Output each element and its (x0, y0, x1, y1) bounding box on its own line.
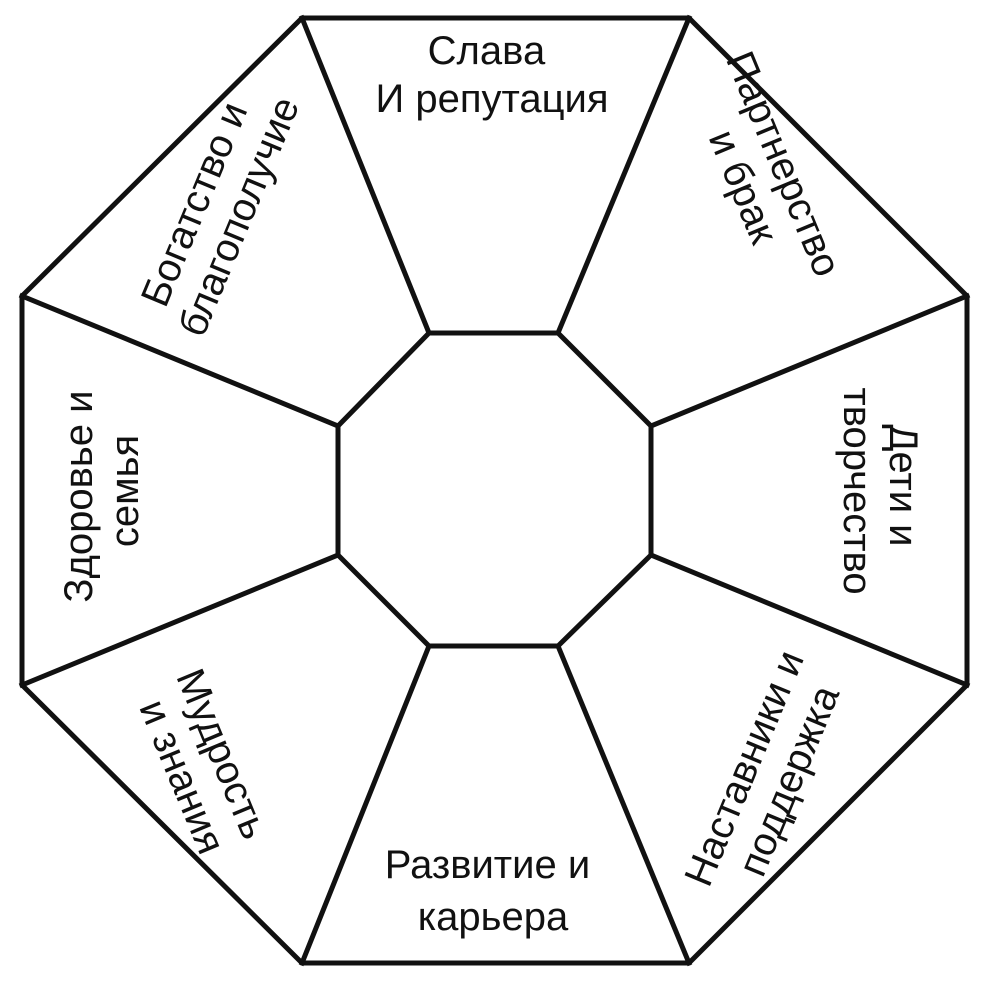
divider-top-right (554, 14, 693, 337)
sector-label-top: Слава И репутация (375, 29, 608, 121)
divider-top-left (298, 14, 433, 337)
svg-text:Развитие и карьера: Развитие и карьера (385, 843, 602, 939)
divider-bottom-left (298, 642, 433, 967)
sector-label-top-line-1: Слава (428, 29, 546, 73)
sector-label-right: Дети и творчество (835, 387, 925, 594)
divider-bottom-right (554, 642, 693, 967)
sector-label-left-line-1: Здоровье и (57, 391, 101, 603)
sector-label-right-line-2: творчество (835, 387, 879, 594)
sector-label-top-line-2: И репутация (375, 77, 608, 121)
sector-label-left-line-2: семья (103, 435, 147, 547)
sector-dividers (18, 14, 971, 967)
sector-label-bottom: Развитие и карьера (385, 843, 602, 939)
sector-label-bottom-line-1: Развитие и (385, 843, 590, 887)
svg-text:Дети и творчество: Дети и творчество (835, 387, 925, 594)
divider-right-bottom (647, 551, 971, 689)
divider-left-top (18, 292, 342, 430)
sector-label-left: Здоровье и семья (57, 379, 147, 603)
center-octagon (335, 330, 654, 649)
sector-label-bottom-line-2: карьера (418, 895, 569, 939)
sector-label-right-line-1: Дети и (881, 424, 925, 546)
divider-left-bottom (18, 551, 342, 689)
svg-text:Слава И репутация: Слава И репутация (375, 29, 608, 121)
svg-text:Здоровье и семья: Здоровье и семья (57, 379, 147, 602)
divider-right-top (647, 292, 971, 430)
